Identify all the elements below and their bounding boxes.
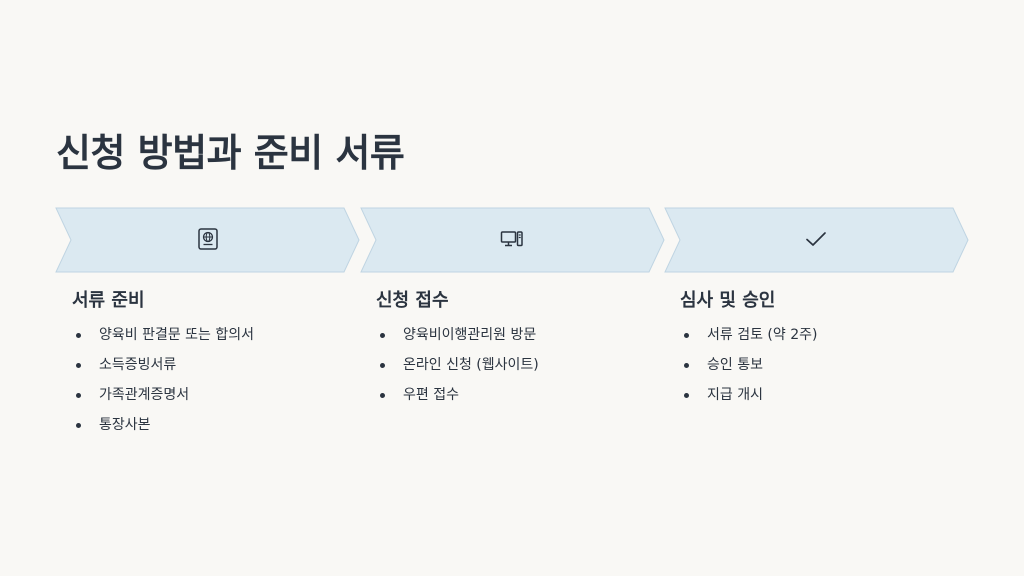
step-item-list: 양육비이행관리원 방문 온라인 신청 (웹사이트) 우편 접수 bbox=[376, 320, 646, 410]
checkmark-icon bbox=[806, 232, 826, 246]
page-title: 신청 방법과 준비 서류 bbox=[56, 131, 405, 175]
step-title: 신청 접수 bbox=[376, 290, 449, 311]
step-item-list: 양육비 판결문 또는 합의서 소득증빙서류 가족관계증명서 통장사본 bbox=[72, 320, 342, 440]
list-item: 양육비이행관리원 방문 bbox=[376, 320, 646, 350]
list-item: 통장사본 bbox=[72, 410, 342, 440]
step-document-prep: 서류 준비 양육비 판결문 또는 합의서 소득증빙서류 가족관계증명서 통장사본 bbox=[72, 286, 342, 440]
step-application: 신청 접수 양육비이행관리원 방문 온라인 신청 (웹사이트) 우편 접수 bbox=[376, 286, 646, 410]
list-item: 우편 접수 bbox=[376, 380, 646, 410]
passport-icon bbox=[198, 228, 218, 250]
list-item: 양육비 판결문 또는 합의서 bbox=[72, 320, 342, 350]
step-chevron-3 bbox=[664, 207, 969, 273]
step-review-approval: 심사 및 승인 서류 검토 (약 2주) 승인 통보 지급 개시 bbox=[680, 286, 950, 410]
step-title: 서류 준비 bbox=[72, 290, 145, 311]
list-item: 지급 개시 bbox=[680, 380, 950, 410]
step-item-list: 서류 검토 (약 2주) 승인 통보 지급 개시 bbox=[680, 320, 950, 410]
step-chevron-1 bbox=[55, 207, 360, 273]
list-item: 승인 통보 bbox=[680, 350, 950, 380]
list-item: 소득증빙서류 bbox=[72, 350, 342, 380]
computer-icon bbox=[500, 231, 523, 247]
step-title: 심사 및 승인 bbox=[680, 290, 776, 311]
list-item: 온라인 신청 (웹사이트) bbox=[376, 350, 646, 380]
step-chevron-2 bbox=[360, 207, 665, 273]
list-item: 가족관계증명서 bbox=[72, 380, 342, 410]
list-item: 서류 검토 (약 2주) bbox=[680, 320, 950, 350]
